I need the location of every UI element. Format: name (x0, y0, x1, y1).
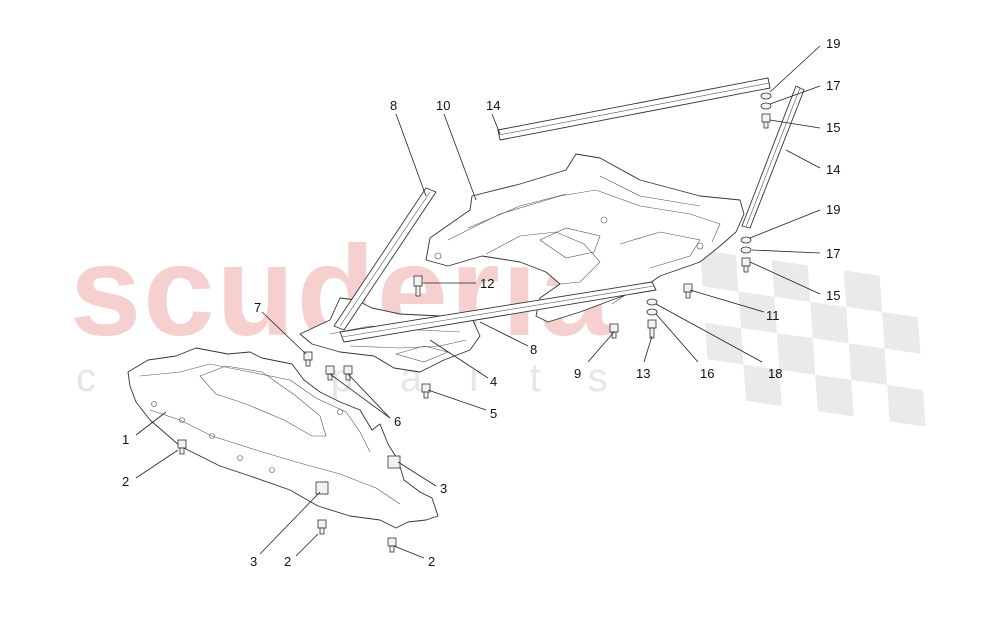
bolt-icon (177, 439, 187, 455)
callout-1: 1 (122, 432, 129, 447)
callout-14: 14 (826, 162, 840, 177)
cross-strut (339, 281, 657, 343)
washer-icon (740, 246, 752, 254)
bolt-icon (317, 519, 327, 535)
callout-6: 6 (394, 414, 401, 429)
bolt-icon (387, 537, 397, 553)
callout-10: 10 (436, 98, 450, 113)
washer-icon (760, 102, 772, 110)
bolt-icon (413, 275, 423, 297)
clip-icon (315, 481, 329, 495)
callout-11: 9 (574, 366, 581, 381)
bolt-icon (741, 257, 751, 273)
washer-icon (646, 308, 658, 316)
callout-2: 2 (284, 554, 291, 569)
callout-8: 8 (390, 98, 397, 113)
callout-14: 14 (486, 98, 500, 113)
callout-3: 3 (440, 481, 447, 496)
callout-8: 8 (530, 342, 537, 357)
bolt-icon (647, 319, 657, 339)
washer-icon (646, 298, 658, 306)
callout-5: 5 (490, 406, 497, 421)
bolt-icon (683, 283, 693, 299)
callout-numbers: 8 10 14 12 7 8 4 5 6 1 2 3 3 2 2 9 13 16… (122, 36, 840, 569)
callout-13: 11 (766, 308, 780, 323)
leader-lines (135, 45, 821, 559)
bolt-icon (325, 365, 335, 381)
callout-18: 18 (768, 366, 782, 381)
fasteners (177, 92, 772, 553)
callout-2: 2 (428, 554, 435, 569)
bolt-icon (421, 383, 431, 399)
callout-4: 4 (490, 374, 497, 389)
clip-icon (387, 455, 401, 469)
washer-icon (740, 236, 752, 244)
checkered-flag-icon (700, 249, 926, 427)
callout-17: 17 (826, 78, 840, 93)
upper-strut (497, 77, 771, 141)
diagonal-strut-left (333, 187, 437, 331)
bolt-icon (343, 365, 353, 381)
bolt-icon (761, 113, 771, 129)
callout-7: 7 (254, 300, 261, 315)
callout-16: 16 (700, 366, 714, 381)
callout-19: 19 (826, 36, 840, 51)
bolt-icon (609, 323, 619, 339)
callout-3: 3 (250, 554, 257, 569)
callout-19: 19 (826, 202, 840, 217)
callout-15: 15 (826, 120, 840, 135)
callout-2: 2 (122, 474, 129, 489)
upper-underbody-shield (425, 153, 745, 323)
middle-shield-plate (299, 297, 481, 373)
bolt-icon (303, 351, 313, 367)
callout-9: 13 (636, 366, 650, 381)
lower-front-shield (127, 347, 439, 529)
callout-12: 12 (480, 276, 494, 291)
callout-15: 15 (826, 288, 840, 303)
callout-17: 17 (826, 246, 840, 261)
washer-icon (760, 92, 772, 100)
right-strut (741, 85, 805, 229)
